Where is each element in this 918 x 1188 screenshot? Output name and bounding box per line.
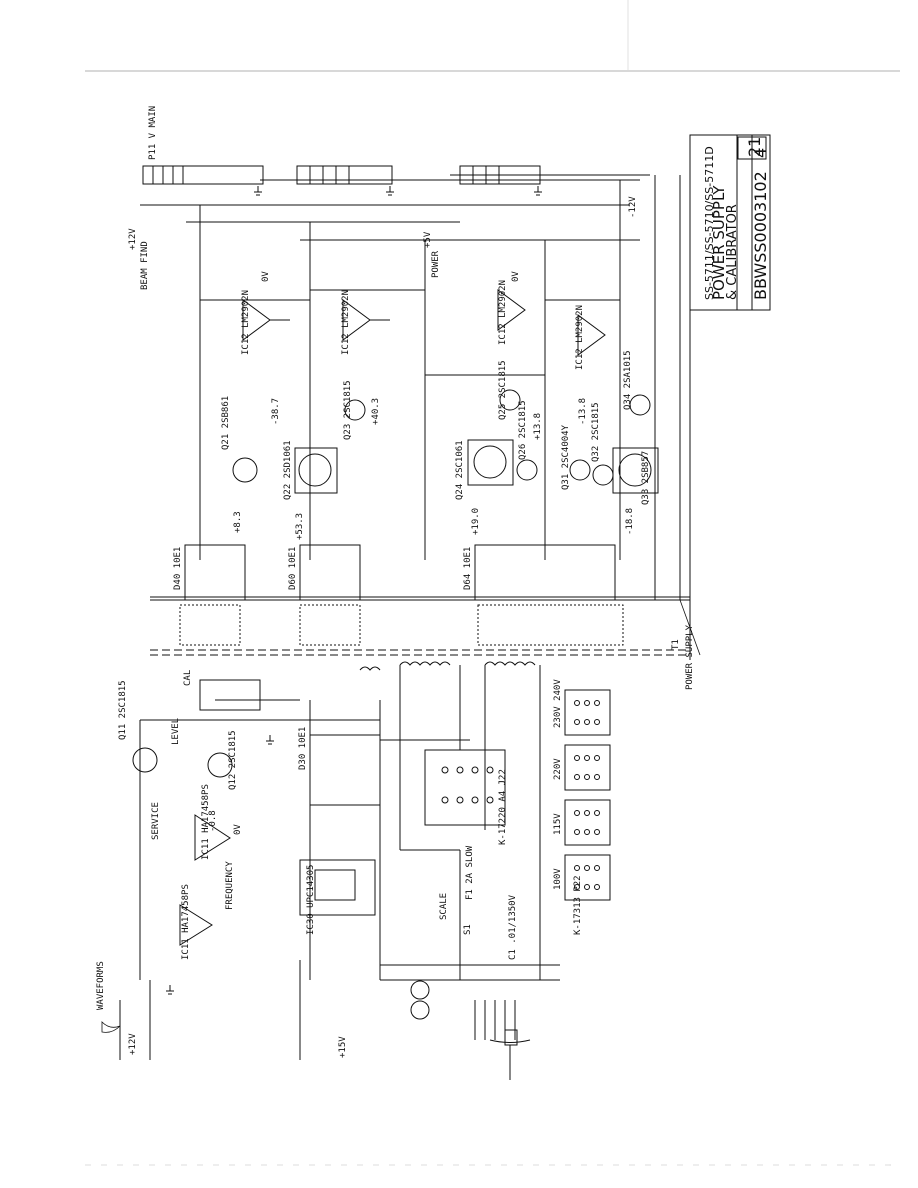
- waveform-icon: [101, 1021, 121, 1033]
- diode-label: D60 10E1: [288, 547, 298, 590]
- ic-label: IC12 LM2902N: [241, 290, 251, 355]
- voltage-label: +12V: [128, 228, 138, 250]
- voltage-label: +13.8: [533, 413, 543, 440]
- level-label: LEVEL: [171, 718, 181, 745]
- title-name-line2: & CALIBRATOR: [725, 204, 740, 300]
- scale-label: SCALE: [439, 893, 449, 920]
- selector-part: K-17313 P22: [573, 875, 583, 935]
- voltage-label: 0V: [261, 271, 271, 282]
- selector-label: 100V: [553, 868, 563, 890]
- ground-icon: [386, 186, 394, 196]
- ic-label: IC12 LM2902N: [575, 305, 585, 370]
- title-model: SS-5711/SS-5710/SS-5711D: [703, 146, 716, 300]
- voltage-label: +19.0: [471, 508, 481, 535]
- transistor-label: Q26 2SC1815: [518, 400, 528, 460]
- service-label: SERVICE: [151, 802, 161, 840]
- voltage-label: -0.8: [208, 810, 218, 832]
- beam-find-label: BEAM FIND: [140, 241, 150, 290]
- frequency-label: FREQUENCY: [225, 861, 235, 910]
- voltage-label: -12V: [628, 196, 638, 218]
- transistor-label: Q23 2SC1815: [343, 380, 353, 440]
- ic-label: IC11 HA17458PS: [201, 784, 211, 860]
- transistor-label: Q21 2SB861: [221, 396, 231, 450]
- title-sheet-no: 21: [745, 137, 764, 157]
- waveforms-label: WAVEFORMS: [96, 961, 106, 1010]
- ic-label: IC11 HA17458PS: [181, 884, 191, 960]
- transistor-label: Q11 2SC1815: [118, 680, 128, 740]
- title-drawing-no: BBWSS0003102: [751, 171, 770, 300]
- ic-label: IC12 LM2902N: [498, 280, 508, 345]
- ic-label: IC30 UPC14305: [306, 865, 316, 935]
- transistor-label: Q22 2SD1061: [283, 440, 293, 500]
- power-label: POWER: [431, 250, 441, 278]
- ground-icon: [534, 186, 542, 196]
- transistor-label: Q31 2SC4004Y: [561, 424, 571, 490]
- selector-label: 230V 240V: [553, 679, 563, 728]
- transistor-label: Q12 2SC1815: [228, 730, 238, 790]
- voltage-label: +5V: [423, 231, 433, 248]
- selector-label: 115V: [553, 813, 563, 835]
- switch-label: S1: [463, 924, 473, 935]
- switch-part: K-17220 A4 J22: [498, 769, 508, 845]
- voltage-label: -18.8: [625, 508, 635, 535]
- transistor-label: Q25 2SC1815: [498, 360, 508, 420]
- voltage-label: +12V: [128, 1033, 138, 1055]
- fuse-label: F1 2A SLOW: [465, 845, 475, 900]
- connector-label: P11 V MAIN: [148, 106, 158, 160]
- voltage-label: 0V: [511, 271, 521, 282]
- transformer-label: T1: [671, 639, 681, 650]
- voltage-label: +15V: [338, 1036, 348, 1058]
- voltage-label: +8.3: [233, 511, 243, 533]
- power-supply-label: POWER SUPPLY: [685, 624, 695, 690]
- ic-label: IC12 LM2902N: [341, 290, 351, 355]
- voltage-label: 0V: [233, 824, 243, 835]
- selector-label: 220V: [553, 758, 563, 780]
- ground-icon: [254, 186, 262, 196]
- voltage-label: +53.3: [295, 513, 305, 540]
- cap-label: C1 .01/1350V: [508, 894, 518, 960]
- diode-label: D30 10E1: [298, 727, 308, 770]
- voltage-label: -13.8: [578, 398, 588, 425]
- title-revision: 4: [751, 148, 770, 158]
- ground-icon: [266, 735, 274, 745]
- voltage-label: +40.3: [371, 398, 381, 425]
- transistor-label: Q32 2SC1815: [591, 402, 601, 462]
- ground-icon: [166, 985, 174, 995]
- cal-label: CAL: [183, 670, 193, 686]
- transistor-label: Q34 2SA1015: [623, 350, 633, 410]
- voltage-label: -38.7: [271, 398, 281, 425]
- diode-label: D64 10E1: [463, 547, 473, 590]
- title-name-line1: POWER SUPPLY: [710, 185, 728, 300]
- diode-label: D40 10E1: [173, 547, 183, 590]
- transistor-label: Q33 2SB857: [641, 451, 651, 505]
- transistor-label: Q24 2SC1061: [455, 440, 465, 500]
